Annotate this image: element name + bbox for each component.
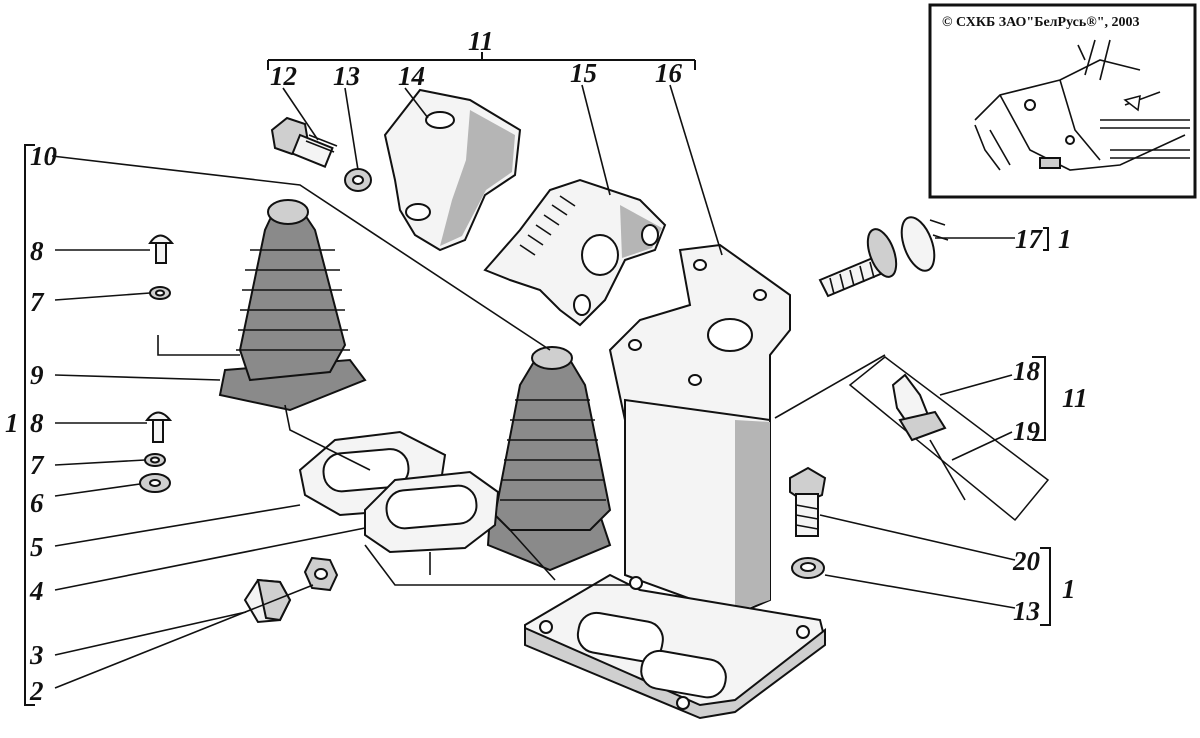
- bracket-11-group: [267, 52, 696, 70]
- callout-13-bottom: 13: [1013, 596, 1040, 626]
- washer-7-bottom: [144, 453, 166, 467]
- callout-15: 15: [570, 58, 597, 88]
- washer-7-top: [149, 286, 171, 300]
- callout-1-left: 1: [5, 408, 19, 438]
- callout-9: 9: [30, 360, 44, 390]
- callout-18: 18: [1013, 356, 1041, 386]
- fitting-18: [891, 373, 947, 442]
- callout-1-after-17: 1: [1058, 224, 1072, 254]
- washer-6: [139, 473, 171, 493]
- callout-6: 6: [30, 488, 44, 518]
- bolt-17: [818, 216, 949, 298]
- callout-2: 2: [29, 676, 44, 706]
- callout-17: 17: [1015, 224, 1044, 254]
- washer-13-lower: [791, 557, 825, 579]
- callout-1-after-20: 1: [1062, 574, 1076, 604]
- callout-13-top: 13: [333, 61, 360, 91]
- sector-15: [483, 178, 667, 327]
- callouts: 1 2 3 4 5 6 7 7 8 8 9 10 11 11 12 13 13 …: [5, 26, 1088, 706]
- callout-7-top: 7: [30, 287, 45, 317]
- callout-8-top: 8: [30, 236, 44, 266]
- washer-13: [344, 168, 372, 192]
- base-1: [524, 398, 827, 720]
- nut-3: [243, 578, 292, 624]
- callout-4: 4: [29, 576, 44, 606]
- leader-lines: [24, 84, 1051, 706]
- callout-16: 16: [655, 58, 683, 88]
- callout-8-bottom: 8: [30, 408, 44, 438]
- callout-12: 12: [270, 61, 297, 91]
- screw-8-bottom: [145, 411, 173, 443]
- nut-2: [303, 556, 339, 592]
- callout-11-top: 11: [468, 26, 494, 56]
- boot-9: [218, 199, 367, 412]
- callout-3: 3: [29, 640, 44, 670]
- bracket-16: [608, 243, 791, 421]
- callout-19: 19: [1013, 416, 1041, 446]
- callout-5: 5: [30, 532, 44, 562]
- callout-7-bottom: 7: [30, 450, 45, 480]
- screw-8-top: [148, 234, 175, 264]
- callout-14: 14: [398, 61, 425, 91]
- callout-11-right: 11: [1062, 383, 1088, 413]
- bolt-12: [270, 116, 338, 168]
- copyright-text: © СХКБ ЗАО"БелРусь®", 2003: [942, 15, 1139, 30]
- callout-20: 20: [1012, 546, 1041, 576]
- boot-9-second: [486, 346, 612, 572]
- bolt-20: [789, 466, 827, 537]
- callout-10: 10: [30, 141, 58, 171]
- clamp-14: [383, 88, 522, 252]
- gasket-4: [364, 470, 500, 554]
- inset-view: © СХКБ ЗАО"БелРусь®", 2003: [928, 3, 1197, 199]
- pin-19: [929, 439, 966, 501]
